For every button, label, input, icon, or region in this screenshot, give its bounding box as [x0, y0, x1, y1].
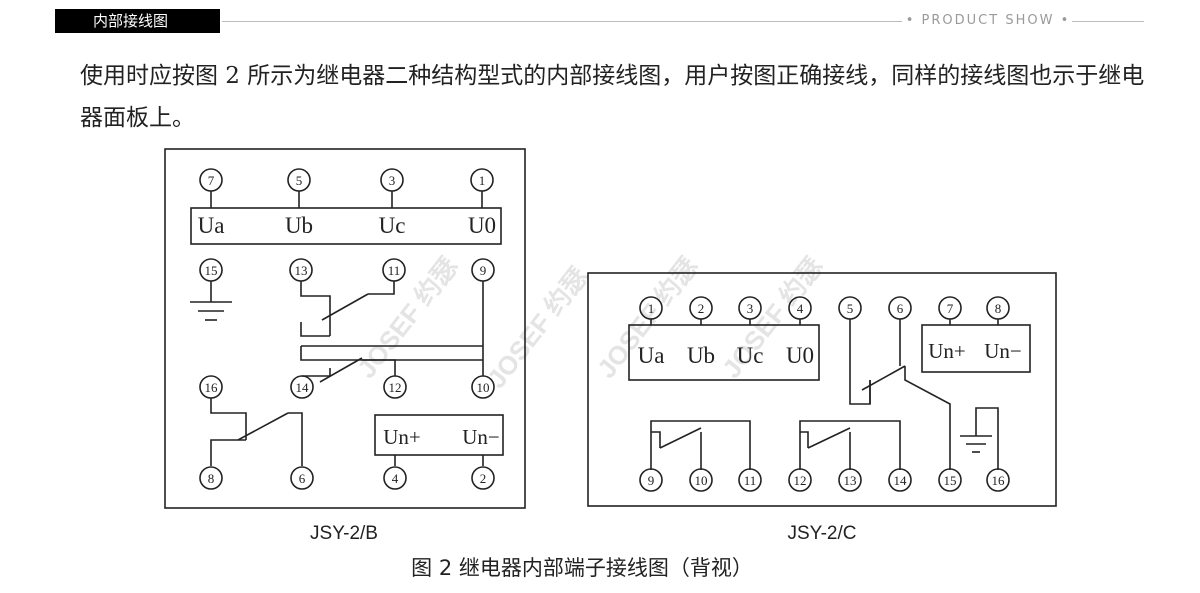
diagram-c-input-box — [628, 324, 820, 381]
terminal-number: 10 — [695, 473, 708, 488]
diagram-c-power-box — [921, 324, 1031, 373]
terminal-b-6 — [290, 466, 314, 490]
terminal-number: 1 — [479, 173, 486, 188]
terminal-c-12 — [788, 468, 812, 492]
terminal-number: 14 — [894, 473, 908, 488]
terminal-c-16 — [986, 468, 1010, 492]
diagram-b-power-box — [374, 414, 504, 456]
power-label: Un+ — [928, 339, 966, 363]
terminal-b-3 — [380, 168, 404, 192]
terminal-number: 8 — [995, 301, 1002, 316]
relay-contact — [849, 319, 951, 470]
terminal-number: 4 — [797, 301, 804, 316]
terminal-c-8 — [986, 296, 1010, 320]
terminal-number: 12 — [794, 473, 807, 488]
figure-caption: 图 2 继电器内部端子接线图（背视） — [411, 556, 753, 580]
header-divider — [222, 21, 902, 22]
terminal-c-13 — [838, 468, 862, 492]
relay-contact — [210, 398, 303, 466]
section-tag: 内部接线图 — [55, 9, 220, 33]
terminal-number: 1 — [648, 301, 655, 316]
terminal-number: 14 — [296, 380, 310, 395]
terminal-b-7 — [199, 168, 223, 192]
watermark: JOSEF 约瑟 — [481, 261, 594, 393]
diagram-c-frame — [587, 272, 1057, 507]
terminal-number: 7 — [947, 301, 954, 316]
power-label: Un+ — [383, 425, 421, 449]
terminal-b-4 — [383, 466, 407, 490]
terminal-number: 9 — [480, 263, 487, 278]
diagram-b-caption: JSY-2/B — [310, 523, 378, 544]
input-label: Uc — [379, 213, 406, 238]
terminal-number: 9 — [648, 473, 655, 488]
terminal-c-15 — [938, 468, 962, 492]
terminal-c-9 — [639, 468, 663, 492]
power-label: Un− — [984, 339, 1022, 363]
terminal-b-2 — [471, 466, 495, 490]
input-label: Ub — [687, 343, 715, 368]
intro-paragraph: 使用时应按图 2 所示为继电器二种结构型式的内部接线图，用户按图正确接线，同样的… — [80, 63, 1145, 131]
terminal-number: 11 — [744, 473, 757, 488]
terminal-number: 3 — [747, 301, 754, 316]
terminal-number: 12 — [389, 380, 402, 395]
diagram-c-caption: JSY-2/C — [788, 523, 857, 544]
terminal-number: 11 — [388, 263, 401, 278]
terminal-b-8 — [199, 466, 223, 490]
terminal-number: 13 — [844, 473, 857, 488]
wire — [300, 346, 483, 361]
diagram-b-input-box — [190, 207, 502, 245]
terminal-number: 5 — [847, 301, 854, 316]
terminal-number: 7 — [208, 173, 215, 188]
terminal-number: 2 — [480, 471, 487, 486]
terminal-c-10 — [689, 468, 713, 492]
terminal-c-11 — [738, 468, 762, 492]
terminal-number: 15 — [205, 263, 218, 278]
ground-symbol — [960, 407, 999, 470]
diagram-b-frame — [164, 148, 526, 509]
input-label: Ua — [638, 343, 665, 368]
terminal-number: 2 — [698, 301, 705, 316]
terminal-number: 10 — [477, 380, 490, 395]
terminal-c-1 — [639, 296, 663, 320]
terminal-number: 3 — [389, 173, 396, 188]
terminal-number: 5 — [296, 173, 303, 188]
relay-contact — [799, 420, 901, 470]
terminal-number: 15 — [944, 473, 957, 488]
watermark: JOSEF 约瑟 — [351, 251, 464, 383]
relay-contact — [302, 357, 396, 383]
terminal-b-1 — [470, 168, 494, 192]
terminal-number: 8 — [208, 471, 215, 486]
power-label: Un− — [462, 425, 500, 449]
terminal-c-7 — [938, 296, 962, 320]
terminal-number: 16 — [992, 473, 1006, 488]
terminal-number: 6 — [897, 301, 904, 316]
terminal-number: 4 — [392, 471, 399, 486]
terminal-number: 16 — [205, 380, 219, 395]
terminal-b-5 — [287, 168, 311, 192]
terminal-b-10 — [471, 375, 495, 399]
relay-contact — [650, 420, 751, 470]
terminal-c-3 — [738, 296, 762, 320]
terminal-number: 13 — [295, 263, 308, 278]
relay-contact — [300, 281, 395, 337]
input-label: Ub — [285, 213, 313, 238]
product-show-label: • PRODUCT SHOW • — [905, 13, 1071, 28]
input-label: U0 — [468, 213, 496, 238]
ground-symbol — [190, 281, 232, 321]
terminal-number: 6 — [299, 471, 306, 486]
input-label: Uc — [737, 343, 764, 368]
input-label: Ua — [198, 213, 225, 238]
header-divider-right — [1072, 21, 1144, 22]
input-label: U0 — [786, 343, 814, 368]
terminal-c-4 — [788, 296, 812, 320]
terminal-c-2 — [689, 296, 713, 320]
terminal-c-14 — [888, 468, 912, 492]
